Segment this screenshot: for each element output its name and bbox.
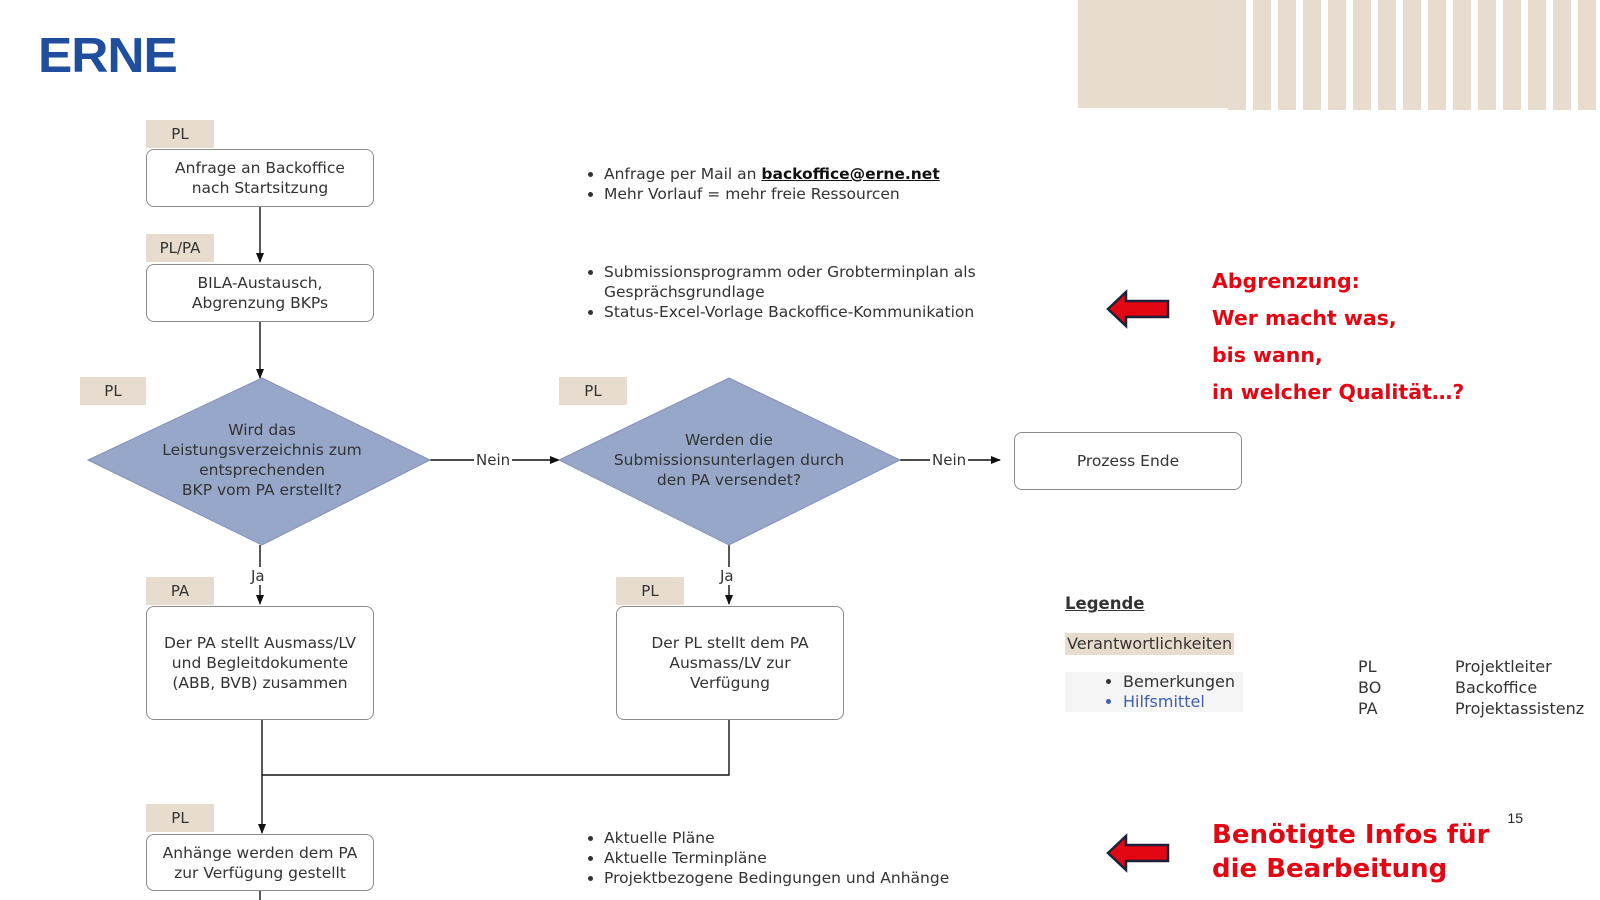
notes-bila: Submissionsprogramm oder Grobterminplan … [580,262,1049,322]
page-number: 15 [1507,810,1523,826]
role-tag-step2: PL/PA [146,234,214,262]
notes-attachments: Aktuelle Pläne Aktuelle Terminpläne Proj… [580,828,1064,888]
erne-logo: ERNE [38,29,178,83]
legend-abbr-code: PA [1358,699,1378,718]
decision-diamond-1 [86,377,432,546]
legend-abbr-meaning: Projektleiter [1455,657,1552,676]
note-item: Projektbezogene Bedingungen und Anhänge [604,868,1064,888]
note-item: Mehr Vorlauf = mehr freie Ressourcen [604,184,1064,204]
process-box-end: Prozess Ende [1014,432,1242,490]
legend-title: Legende [1065,594,1145,613]
header-decor-block [1078,0,1228,108]
notes-request: Anfrage per Mail an backoffice@erne.net … [580,164,1064,204]
note-item: Submissionsprogramm oder Grobterminplan … [604,262,1049,302]
legend-bullet-remarks: Bemerkungen [1123,672,1243,692]
decision-diamond-2 [557,377,902,546]
callout-infos: Benötigte Infos für die Bearbeitung [1212,820,1490,884]
role-tag-step-pa: PA [146,577,214,605]
role-tag-decision2: PL [559,377,627,405]
email-link[interactable]: backoffice@erne.net [761,165,940,183]
legend-abbr-meaning: Projektassistenz [1455,699,1585,718]
legend-responsibilities: Verantwortlichkeiten [1065,633,1235,655]
header-decor-stripes [1228,0,1600,110]
role-tag-step-final: PL [146,804,214,832]
role-tag-step-pl: PL [616,577,684,605]
callout-abgrenzung: Abgrenzung: Wer macht was, bis wann, in … [1212,269,1465,404]
note-item: Anfrage per Mail an backoffice@erne.net [604,164,1064,184]
edge-label-yes-2: Ja [718,567,736,585]
note-item: Aktuelle Pläne [604,828,1064,848]
legend-abbr-code: BO [1358,678,1382,697]
edge-label-no-1: Nein [474,451,513,469]
legend-bullet-tools: Hilfsmittel [1123,692,1243,712]
legend-bullets: Bemerkungen Hilfsmittel [1065,672,1243,712]
edge-label-yes-1: Ja [249,567,267,585]
red-arrow-icon [1106,289,1170,329]
edge-label-no-2: Nein [930,451,969,469]
red-arrow-icon-2 [1106,833,1170,873]
role-tag-decision1: PL [80,377,146,405]
legend-abbr-code: PL [1358,657,1377,676]
legend-abbr-meaning: Backoffice [1455,678,1538,697]
note-item: Status-Excel-Vorlage Backoffice-Kommunik… [604,302,1049,322]
role-tag-step1: PL [146,120,214,148]
process-box-bila: BILA-Austausch,Abgrenzung BKPs [146,264,374,322]
note-item: Aktuelle Terminpläne [604,848,1064,868]
